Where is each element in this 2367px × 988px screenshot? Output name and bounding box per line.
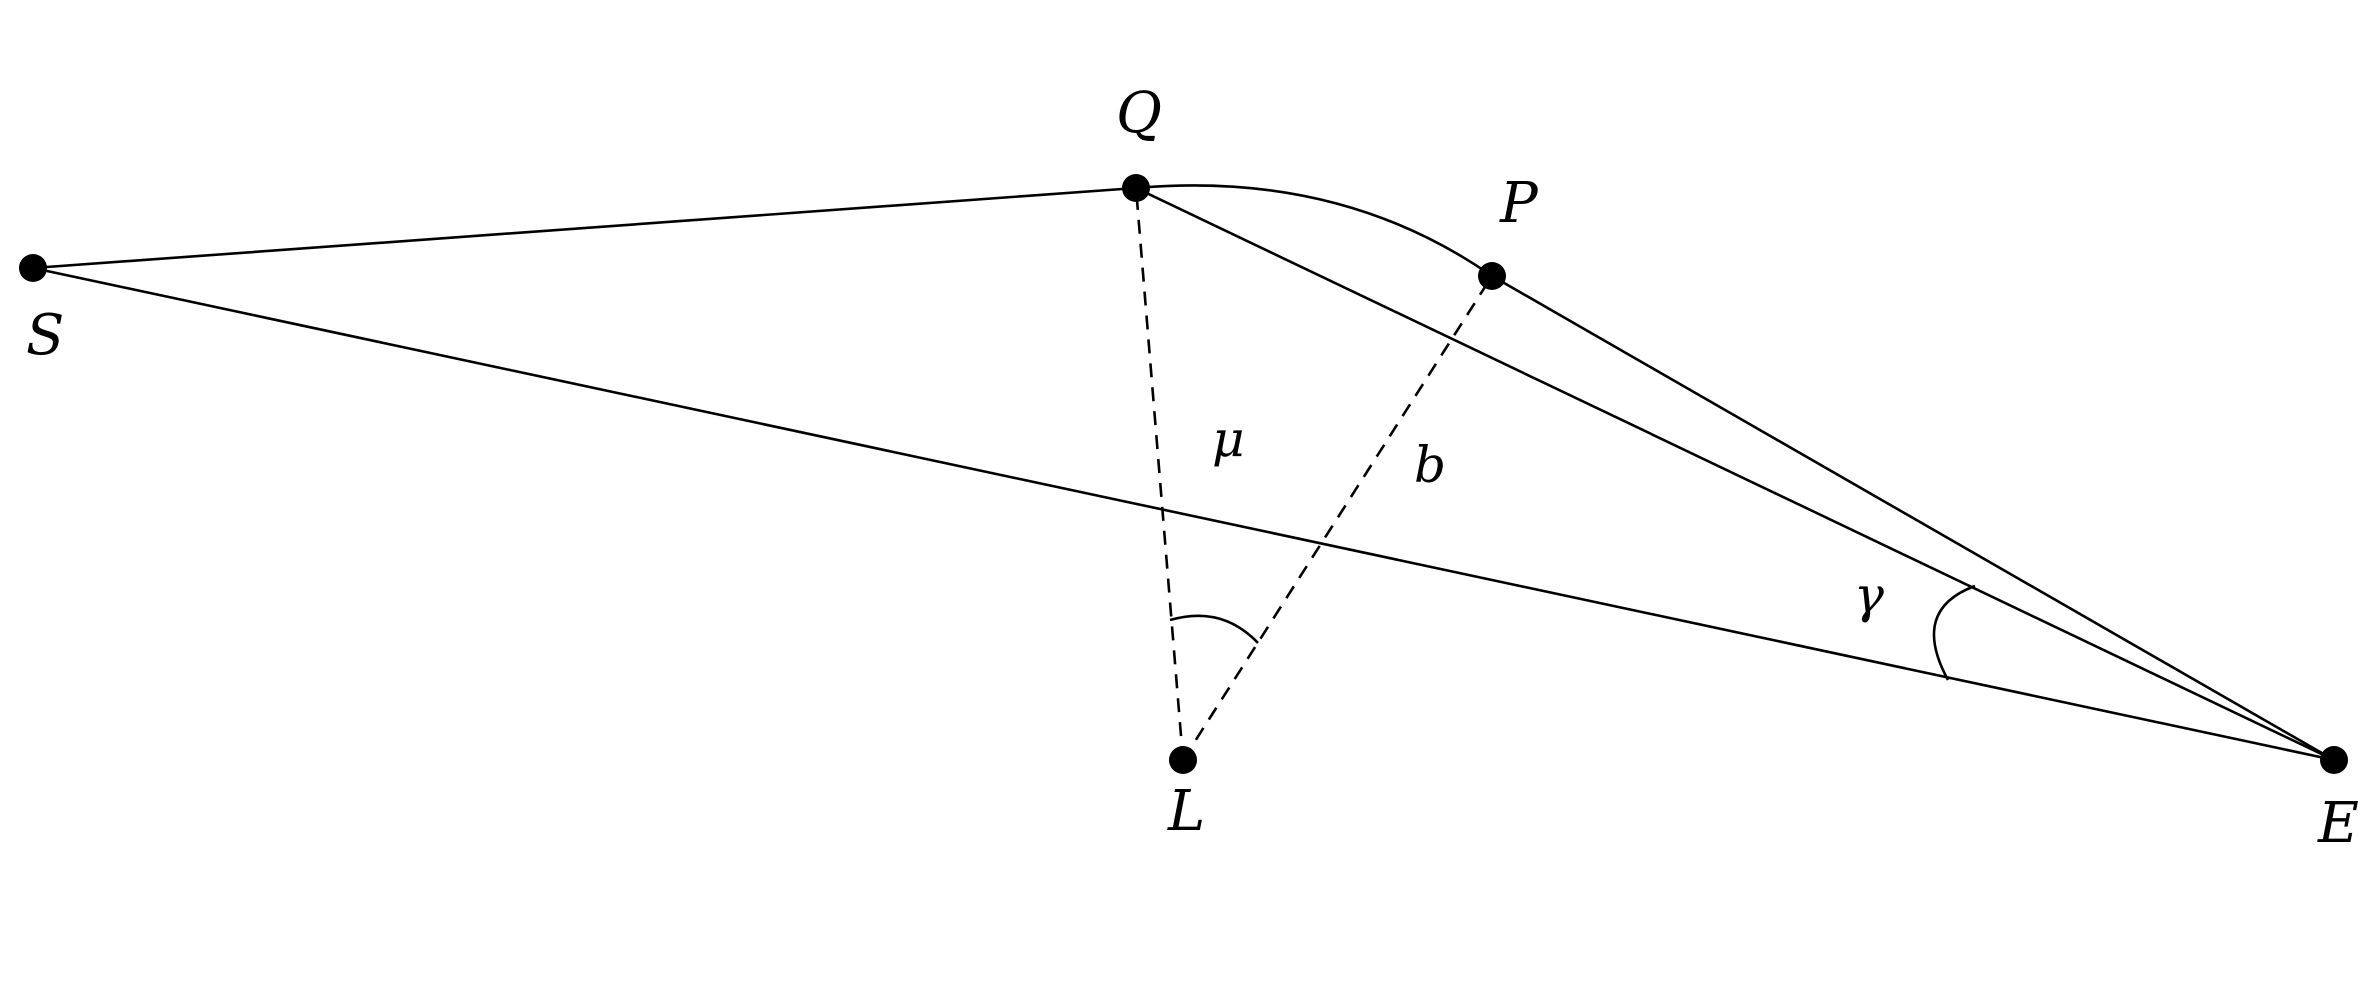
line-s-e — [31, 266, 2336, 762]
label-gamma: γ — [1854, 566, 1884, 624]
line-p-e — [1490, 274, 2336, 762]
dashed-line-l-q — [1134, 187, 1185, 761]
point-e — [2320, 746, 2348, 774]
point-l — [1169, 746, 1197, 774]
label-l: L — [1167, 779, 1205, 844]
line-s-q — [31, 186, 1138, 270]
point-s — [19, 254, 47, 282]
label-s: S — [26, 303, 64, 368]
label-q: Q — [1116, 81, 1162, 146]
angle-arc-mu — [1169, 614, 1259, 644]
curve-q-p — [1134, 184, 1494, 278]
label-e: E — [2317, 791, 2359, 856]
label-p: P — [1499, 171, 1539, 236]
line-q-e — [1134, 186, 2336, 762]
point-p — [1478, 262, 1506, 290]
angle-arc-gamma — [1932, 584, 1976, 681]
point-q — [1122, 174, 1150, 202]
label-b: b — [1414, 436, 1446, 494]
label-mu: μ — [1212, 410, 1245, 468]
dashed-line-l-p — [1181, 275, 1494, 761]
